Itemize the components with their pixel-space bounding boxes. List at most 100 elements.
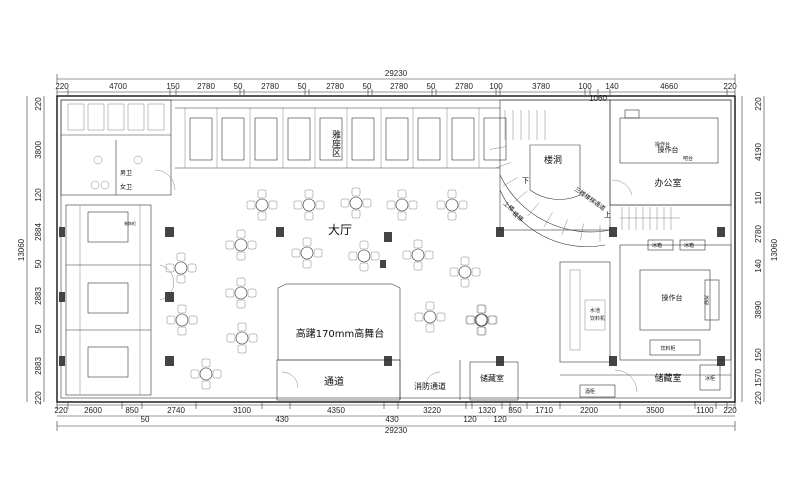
dim-top-8: 50 [363,82,372,91]
booth-seat [351,117,375,161]
dim-left-8: 220 [34,391,43,405]
dim-top-14: 100 [578,82,592,91]
ops-table-label-2: 操作台 [662,293,683,302]
dining-tables [165,187,498,390]
stair-note-label: 三楼楼梯通道 [573,185,607,212]
dim-right-2: 110 [754,191,763,204]
small-label-office-2: 吧台 [683,155,693,162]
dim-top-row: 220 4700 150 2780 50 2780 50 2780 50 278… [55,82,737,91]
storage-label-2: 储藏室 [654,372,681,384]
left-booths [65,204,174,396]
small-label-kitchen-4: 冰柜 [705,375,715,382]
dim-bot-sub-3: 120 [463,415,477,424]
table-set [225,277,257,309]
dim-right-0: 220 [754,97,763,111]
stair-side-label-2: 楼梯 [511,209,525,223]
washroom-female-label: 女卫 [120,183,132,191]
small-label-kitchen-3: 酒柜 [585,388,595,395]
dim-bot-sub-1: 430 [275,415,289,424]
washroom-area: 男卫 女卫 [60,99,176,196]
booth-seat [385,117,409,161]
booth-seat [483,117,507,161]
office-label: 办公室 [654,177,681,189]
dim-bot-9: 1710 [535,406,553,415]
table-set [449,256,481,288]
dim-top-16: 4660 [660,82,678,91]
small-label-office-1: 操作台 [655,141,670,148]
dim-top-4: 50 [234,82,243,91]
booth-seat [287,117,311,161]
small-label-kitchen-2: 饮料机 [590,315,605,322]
dim-top-17: 220 [723,82,737,91]
table-set [340,187,372,219]
dim-right-side: 220 4190 110 2780 140 3890 150 1570 220 … [754,97,779,405]
dim-top-10: 50 [427,82,436,91]
dim-left-2: 120 [34,188,43,202]
fire-passage-label: 消防通道 [414,381,446,391]
dim-bot-2: 850 [125,406,139,415]
table-set [226,322,258,354]
table-set [348,240,380,272]
dim-bot-1: 2600 [84,406,102,415]
table-set [291,237,323,269]
storage-label-1: 储藏室 [480,373,504,383]
dim-top-15: 140 [605,82,619,91]
small-label-side-3: 冰柜 [703,294,709,306]
passage-label: 通道 [324,375,344,388]
dim-top-13: 3780 [532,82,550,91]
dim-left-side: 220 3800 120 2884 50 2883 50 2883 220 13… [17,97,43,405]
table-set [466,304,498,336]
washroom-male-label: 男卫 [120,170,132,177]
dim-bot-sub-2: 430 [385,415,399,424]
hall-label: 大厅 [328,223,352,237]
dim-left-5: 2883 [34,287,43,305]
dim-right-4: 140 [754,259,763,273]
dim-bot-11: 3500 [646,406,664,415]
stairs-label: 楼洞 [544,154,562,166]
ops-table-label-1: 操作台 [658,145,679,154]
dim-top-7: 2780 [326,82,344,91]
stage-area [277,283,401,361]
booth-seat [221,117,245,161]
dim-right-7: 1570 [754,369,763,387]
dim-top-0: 220 [55,82,69,91]
booth-label-text: 雅座区 [330,129,341,157]
kitchen [559,239,732,398]
table-set [165,252,197,284]
dim-right-3: 2780 [754,225,763,243]
booth-seat [254,117,278,161]
dim-left-4: 50 [34,259,43,268]
dim-bot-7: 1320 [478,406,496,415]
small-label-side-2: 冰箱 [684,242,694,249]
dim-top-12: 100 [489,82,503,91]
table-set [436,189,468,221]
stair-up-label: 上 [604,210,611,219]
dim-bottom-overall: 29230 [385,426,408,435]
dim-left-7: 2883 [34,357,43,375]
dim-top-sub: 1060 [589,94,607,103]
dim-left-1: 3800 [34,141,43,159]
dim-left-3: 2884 [34,223,43,241]
dim-bottom-row: 220 2600 850 2740 3100 4350 3220 1320 85… [54,406,737,424]
dim-right-5: 3890 [754,301,763,319]
dim-top-6: 50 [298,82,307,91]
table-set [414,301,446,333]
office [609,99,732,206]
dim-top-9: 2780 [390,82,408,91]
dim-top-11: 2780 [455,82,473,91]
dim-bot-12: 1100 [696,406,714,415]
small-label-side-1: 冰箱 [652,242,662,249]
stage-label: 高躇170mm高舞台 [296,327,385,340]
booth-label: 雅座区 [330,129,341,157]
booth-seat [189,117,213,161]
dim-top-2: 150 [166,82,180,91]
dim-top-overall: 29230 [385,69,408,78]
small-label-prep-1: 饮料柜 [660,345,675,352]
small-label-booth-tag: 装饰柜 [124,220,136,226]
dim-top-3: 2780 [197,82,215,91]
dim-left-overall: 13060 [17,238,26,261]
dim-bot-8: 850 [508,406,522,415]
dim-bot-sub-4: 120 [493,415,507,424]
booth-strip [175,107,507,169]
